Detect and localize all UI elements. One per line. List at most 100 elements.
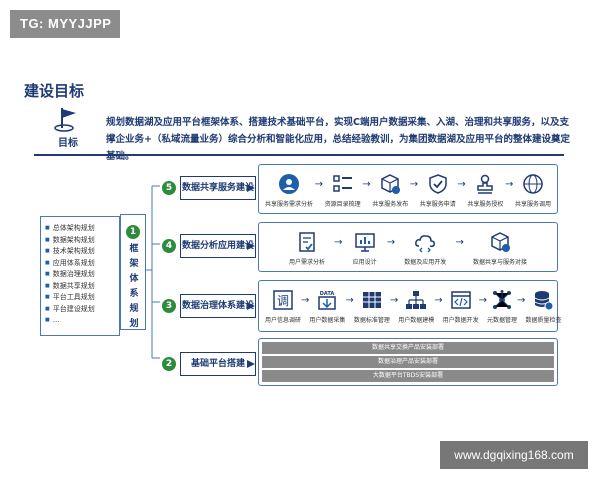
step-label: 用户信息调研 bbox=[265, 317, 302, 324]
arrow-right-icon bbox=[247, 242, 255, 250]
core-framework-box: 1 框架体系规划 bbox=[120, 214, 146, 333]
flow-step: 数据共享与服务对接 bbox=[473, 229, 527, 266]
platform-box bbox=[258, 338, 558, 386]
flow-step: 调 用户信息调研 bbox=[265, 287, 301, 324]
step-number-badge: 5 bbox=[162, 181, 176, 195]
arrow-right-icon bbox=[247, 360, 255, 368]
step-label: 资源目录梳理 bbox=[324, 201, 361, 208]
list-item: 应用体系规划 bbox=[45, 258, 115, 270]
step-label: 数据标准管理 bbox=[353, 317, 390, 324]
row-label-governance: 3 数据治理体系建设 bbox=[162, 294, 256, 318]
step-label: 用户数据采集 bbox=[309, 317, 346, 324]
connector-bracket bbox=[146, 185, 160, 359]
sharing-flow-box: 共享服务需求分析 → 资源目录梳理 → 共享服务发布 → 共享服务申请 → 共享… bbox=[258, 164, 558, 214]
arrow-right-icon: → bbox=[455, 237, 464, 248]
analysis-flow-box: 用户需求分析 → 应用设计 → 数据及应用开发 → 数据共享与服务对接 bbox=[258, 222, 558, 272]
row-title: 数据治理体系建设 bbox=[180, 294, 256, 318]
svg-text:DATA: DATA bbox=[320, 291, 335, 297]
core-label: 框架体系规划 bbox=[127, 243, 138, 333]
row-label-analysis: 4 数据分析应用建设 bbox=[162, 234, 256, 258]
hierarchy-icon bbox=[406, 291, 427, 309]
platform-bar: 大数据平台TBDS安装部署 bbox=[262, 370, 554, 382]
flow-step: 数据标准管理 bbox=[354, 287, 390, 324]
database-icon bbox=[535, 291, 554, 311]
step-label: 数据共享与服务对接 bbox=[472, 259, 527, 266]
arrow-right-icon: → bbox=[345, 295, 354, 306]
flow-step: 共享服务需求分析 bbox=[265, 171, 313, 208]
step-label: 用户需求分析 bbox=[289, 259, 326, 266]
flow-step: 元数据管理 bbox=[487, 287, 517, 324]
flow-step: 共享服务申请 bbox=[420, 171, 456, 208]
list-icon bbox=[332, 175, 352, 192]
flow-step: 应用设计 bbox=[352, 229, 378, 266]
arrow-right-icon: → bbox=[386, 237, 396, 248]
page-title: 建设目标 bbox=[24, 82, 85, 100]
step-label: 共享服务调用 bbox=[514, 201, 551, 208]
step-label: 用户数据开发 bbox=[442, 317, 479, 324]
table-icon bbox=[362, 292, 381, 308]
code-window-icon bbox=[450, 291, 471, 309]
flow-step: 共享服务授权 bbox=[467, 171, 503, 208]
arrow-right-icon: → bbox=[517, 295, 526, 306]
watermark-top: TG: MYYJJPP bbox=[10, 10, 120, 38]
step-number-badge: 2 bbox=[162, 357, 176, 371]
arrow-right-icon: → bbox=[478, 295, 488, 306]
row-label-sharing: 5 数据共享服务建设 bbox=[162, 176, 256, 200]
row-title: 数据分析应用建设 bbox=[180, 234, 256, 258]
arrow-right-icon: → bbox=[389, 295, 399, 306]
planning-list: 总体架构规划 数据架构规划 技术架构规划 应用体系规划 数据治理规划 数据共享规… bbox=[40, 216, 120, 336]
step-label: 共享服务申请 bbox=[419, 201, 456, 208]
arrow-right-icon: → bbox=[457, 179, 466, 190]
platform-bar: 数据治理产品安装部署 bbox=[262, 356, 554, 368]
survey-icon: 调 bbox=[273, 290, 293, 310]
list-item: 平台工具规划 bbox=[45, 292, 115, 304]
platform-bar: 数据共享交换产品安装部署 bbox=[262, 342, 554, 354]
flow-step: 共享服务发布 bbox=[372, 171, 408, 208]
network-icon bbox=[493, 290, 512, 309]
goal-label: 目标 bbox=[58, 138, 78, 149]
step-label: 数据及应用开发 bbox=[404, 259, 447, 266]
flow-step: 数据质量检查 bbox=[525, 287, 561, 324]
governance-flow-box: 调 用户信息调研 → DATA 用户数据采集 → 数据标准管理 → 用户数据建模… bbox=[258, 280, 561, 332]
header-divider bbox=[34, 154, 564, 156]
step-number-badge: 3 bbox=[162, 299, 176, 313]
step-label: 用户数据建模 bbox=[398, 317, 435, 324]
step-label: 应用设计 bbox=[352, 259, 377, 266]
step-label: 共享服务授权 bbox=[467, 201, 504, 208]
flow-step: 用户数据建模 bbox=[398, 287, 434, 324]
svg-text:调: 调 bbox=[277, 294, 289, 308]
goal-description: 规划数据湖及应用平台框架体系、搭建技术基础平台，实现C端用户数据采集、入湖、治理… bbox=[106, 117, 570, 162]
flow-step: DATA 用户数据采集 bbox=[309, 287, 345, 324]
step-label: 数据质量检查 bbox=[525, 317, 562, 324]
list-item: 技术架构规划 bbox=[45, 246, 115, 258]
step-number-badge: 1 bbox=[126, 225, 140, 239]
flow-step: 共享服务调用 bbox=[515, 171, 551, 208]
chart-board-icon bbox=[354, 233, 375, 252]
goal-badge: 目标 bbox=[40, 106, 96, 150]
step-label: 共享服务需求分析 bbox=[265, 201, 314, 208]
list-item: ... bbox=[45, 315, 115, 327]
user-group-icon bbox=[279, 174, 299, 194]
row-title: 数据共享服务建设 bbox=[180, 176, 256, 200]
arrow-right-icon: → bbox=[301, 295, 310, 306]
flow-step: 用户需求分析 bbox=[289, 229, 325, 266]
row-title: 基础平台搭建 bbox=[180, 352, 256, 376]
stamp-icon bbox=[477, 174, 494, 194]
cloud-code-icon bbox=[415, 235, 436, 253]
document-check-icon bbox=[299, 232, 315, 252]
list-item: 平台建设规划 bbox=[45, 304, 115, 316]
step-label: 元数据管理 bbox=[487, 317, 518, 324]
globe-icon bbox=[523, 174, 543, 194]
list-item: 数据共享规划 bbox=[45, 281, 115, 293]
step-label: 共享服务发布 bbox=[372, 201, 409, 208]
flow-step: 数据及应用开发 bbox=[404, 229, 446, 266]
flow-step: 用户数据开发 bbox=[443, 287, 479, 324]
arrow-right-icon bbox=[247, 302, 255, 310]
arrow-right-icon bbox=[247, 184, 255, 192]
shield-check-icon bbox=[429, 174, 447, 194]
arrow-right-icon: → bbox=[434, 295, 443, 306]
arrow-right-icon: → bbox=[362, 179, 371, 190]
data-collect-icon: DATA bbox=[318, 291, 337, 310]
cube-share-icon bbox=[491, 232, 510, 252]
flow-step: 资源目录梳理 bbox=[325, 171, 361, 208]
